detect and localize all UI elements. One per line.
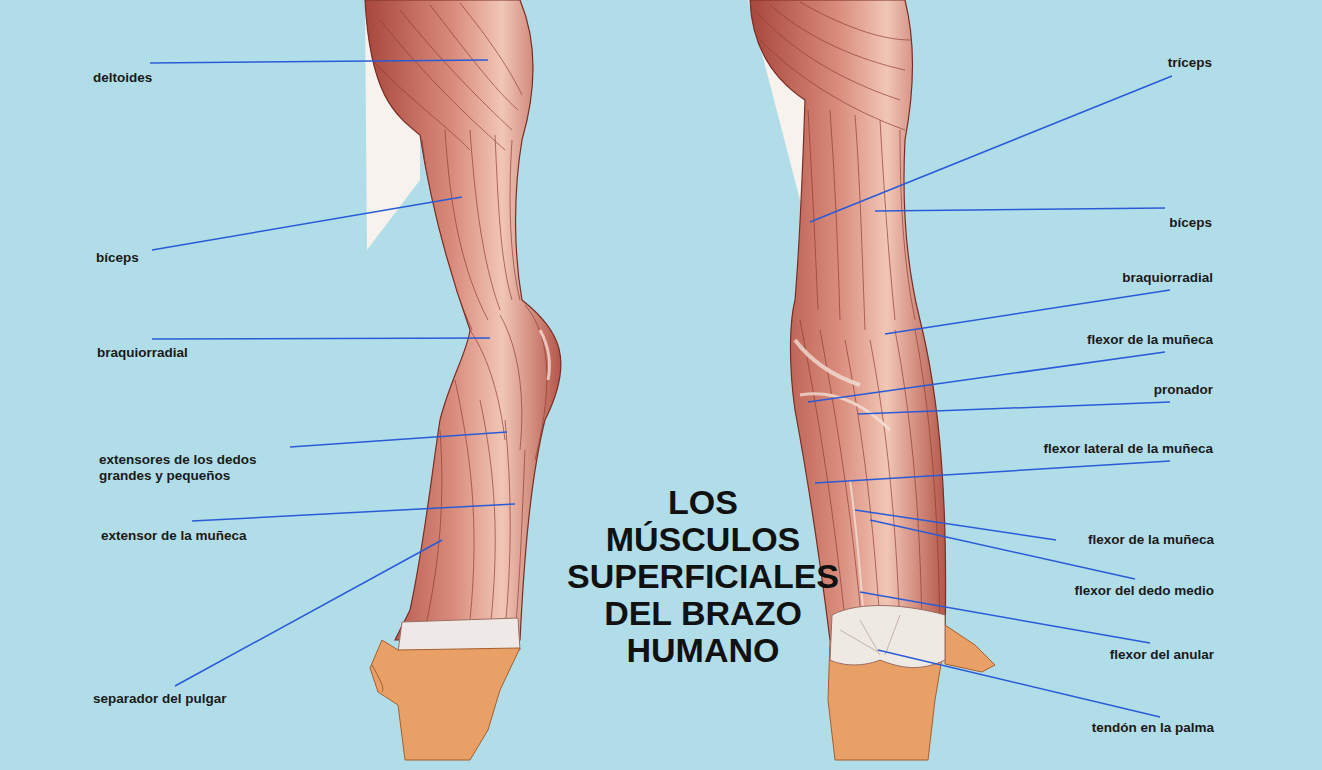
- arm-muscles: [365, 0, 561, 640]
- thumb: [945, 625, 995, 672]
- muscle-label: extensor de la muñeca: [101, 528, 247, 544]
- muscle-label: flexor de la muñeca: [1087, 332, 1213, 348]
- muscle-label: braquiorradial: [1122, 270, 1213, 286]
- wrist-band: [398, 618, 520, 652]
- muscle-label: extensores de los dedos grandes y pequeñ…: [99, 452, 284, 484]
- muscle-label: deltoides: [93, 70, 152, 86]
- muscle-label: flexor del anular: [1110, 647, 1214, 663]
- tendon-fibres: [840, 615, 900, 655]
- palm-tendon: [830, 606, 945, 668]
- thumb-nail: [372, 665, 383, 692]
- hand: [370, 640, 520, 760]
- muscle-label: separador del pulgar: [93, 691, 227, 707]
- muscle-label: bíceps: [96, 250, 139, 266]
- muscle-label: tendón en la palma: [1092, 720, 1214, 736]
- muscle-label: bíceps: [1169, 215, 1212, 231]
- muscle-label: braquiorradial: [97, 345, 188, 361]
- muscle-label: flexor del dedo medio: [1074, 583, 1214, 599]
- muscle-fibres: [372, 3, 550, 635]
- muscle-label: flexor lateral de la muñeca: [1043, 441, 1213, 457]
- muscle-label: flexor de la muñeca: [1088, 532, 1214, 548]
- muscle-label: pronador: [1154, 382, 1213, 398]
- diagram-title: LOS MÚSCULOS SUPERFICIALES DEL BRAZO HUM…: [567, 484, 839, 669]
- leader-lines: [150, 60, 1172, 717]
- muscle-label: tríceps: [1168, 55, 1212, 71]
